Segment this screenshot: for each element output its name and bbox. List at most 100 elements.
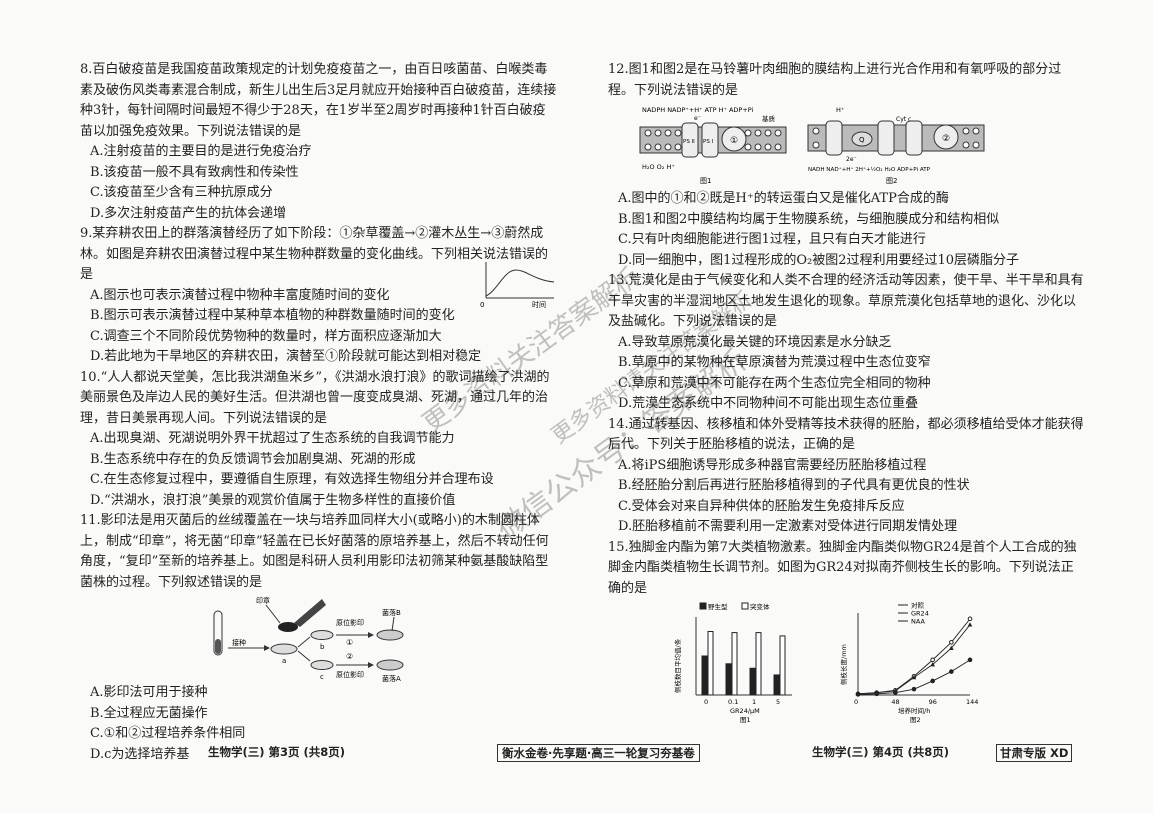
- fig1-ps2-label: PS II: [683, 139, 695, 145]
- plate-c-label: c: [320, 673, 324, 681]
- left-column: 8.百白破疫苗是我国疫苗政策规定的计划免疫疫苗之一，由百日咳菌苗、白喉类毒素及破…: [80, 60, 558, 765]
- bar-legend-label: 野生型: [708, 602, 728, 611]
- line-point-NAA: [911, 686, 917, 692]
- bar-y-label: 侧枝数目平均值/条: [673, 638, 682, 693]
- question-10-option-b: B.生态系统中存在的负反馈调节会加剧臭湖、死湖的形成: [90, 451, 416, 467]
- question-9: 9.某弃耕农田上的群落演替经历了如下阶段：①杂草覆盖→②灌木丛生→③蔚然成林。如…: [80, 224, 558, 368]
- line-series-GR24: [857, 624, 971, 695]
- bar-mutant-1: [755, 632, 762, 696]
- question-14-option-d: D.胚胎移植前不需要利用一定激素对受体进行同期发情处理: [618, 519, 958, 534]
- line-legend-label: NAA: [911, 618, 925, 626]
- line-legend-label: GR24: [911, 610, 929, 618]
- bar-x-label: GR24/μM: [730, 707, 760, 715]
- question-11-option-b: B.全过程应无菌操作: [90, 705, 208, 721]
- question-12-option-c: C.只有叶肉细胞能进行图1过程，且只有白天才能进行: [618, 232, 926, 247]
- line-point-GR24: [930, 662, 935, 667]
- line-point-对照: [967, 616, 973, 622]
- fig1-number: ①: [730, 136, 738, 146]
- step1-number: ①: [346, 638, 353, 647]
- line-caption: 图2: [910, 716, 921, 724]
- question-11-option-d: D.c为选择培养基: [90, 746, 190, 762]
- footer-page-3: 生物学(三) 第3页 (共8页): [208, 745, 346, 759]
- footer-page-4: 生物学(三) 第4页 (共8页): [812, 745, 950, 759]
- bar-wildtype-0: [701, 655, 708, 696]
- fig1-ps1-label: PS I: [703, 139, 714, 145]
- question-14-option-a: A.将iPS细胞诱导形成多种器官需要经历胚胎移植过程: [618, 457, 927, 473]
- replica-plating-figure: 接种 a 印章 b c 原位影印 ① ②: [213, 596, 404, 683]
- curve-origin-label: 0: [480, 301, 484, 309]
- question-11-option-a: A.影印法可用于接种: [90, 685, 208, 700]
- bar-legend-label: 突变体: [750, 602, 770, 611]
- question-10-option-a: A.出现臭湖、死湖说明外界干扰超过了生态系统的自我调节能力: [90, 431, 455, 446]
- question-8-stem: 8.百白破疫苗是我国疫苗政策规定的计划免疫疫苗之一，由百日咳菌苗、白喉类毒素及破…: [80, 62, 557, 139]
- question-10-option-c: C.在生态修复过程中，要遵循自生原理，有效选择生物组分并合理布设: [90, 472, 494, 487]
- question-13-option-c: C.草原和荒漠中不可能存在两个生态位完全相同的物种: [618, 375, 931, 391]
- line-point-对照: [930, 657, 935, 663]
- line-point-GR24: [911, 674, 917, 680]
- question-14: 14.通过转基因、核移植和体外受精等技术获得的胚胎，都必须移植给受体才能获得后代…: [608, 415, 1086, 538]
- step1-label: 原位影印: [336, 618, 364, 627]
- question-8-option-b: B.该疫苗一般不具有致病性和传染性: [90, 164, 299, 180]
- question-9-option-a: A.图示也可表示演替过程中物种丰富度随时间的变化: [90, 287, 390, 303]
- question-13-option-a: A.导致草原荒漠化最关键的环境因素是水分缺乏: [618, 334, 892, 350]
- line-point-NAA: [874, 691, 879, 697]
- line-series-对照: [857, 618, 971, 695]
- question-13: 13.荒漠化是由于气候变化和人类不合理的经济活动等因素，使干旱、半干旱和具有干旱…: [608, 271, 1086, 415]
- line-point-NAA: [893, 690, 898, 695]
- bar-legend-swatch: [699, 602, 707, 610]
- line-point-NAA: [949, 669, 954, 674]
- question-12: 12.图1和图2是在马铃薯叶肉细胞的膜结构上进行光合作用和有氧呼吸的部分过程。下…: [608, 60, 1086, 271]
- fig1-electron-label: e⁻: [694, 115, 701, 122]
- line-y-label: 侧枝长度/mm: [839, 644, 848, 685]
- bar-mutant-0.1: [731, 632, 738, 696]
- question-12-option-a: A.图中的①和②既是H⁺的转运蛋白又是催化ATP合成的酶: [618, 191, 949, 206]
- fig2-q-label: Q: [859, 136, 865, 144]
- step2-number: ②: [346, 652, 353, 661]
- line-x-label: 培养时间/h: [898, 706, 930, 715]
- bar-x-tick: 1: [752, 698, 756, 706]
- line-x-tick: 144: [966, 698, 978, 706]
- line-point-NAA: [855, 692, 861, 697]
- colony-a-label: 菌落A: [382, 674, 401, 683]
- bar-wildtype-0.1: [725, 663, 732, 696]
- question-9-option-d: D.若此地为干旱地区的弃耕农田，演替至①阶段就可能达到相对稳定: [90, 349, 482, 364]
- mitochondrial-membrane-figure: H⁺ Cyt c Q ② 2e⁻ NADH NAD⁺+H⁺ 2H⁺+½O₂ H₂…: [807, 106, 985, 185]
- bar-x-tick: 5: [776, 698, 780, 706]
- right-column: 12.图1和图2是在马铃薯叶肉细胞的膜结构上进行光合作用和有氧呼吸的部分过程。下…: [608, 60, 1086, 727]
- question-11-option-c: C.①和②过程培养条件相同: [90, 726, 246, 741]
- fig2-caption: 图2: [886, 177, 897, 185]
- fig1-caption: 图1: [700, 177, 711, 185]
- line-point-NAA: [967, 657, 973, 663]
- fig2-number: ②: [942, 134, 950, 144]
- question-13-option-d: D.荒漠生态系统中不同物种间不可能出现生态位重叠: [618, 396, 919, 411]
- question-8: 8.百白破疫苗是我国疫苗政策规定的计划免疫疫苗之一，由百日咳菌苗、白喉类毒素及破…: [80, 60, 558, 224]
- plate-a-label: a: [282, 657, 286, 665]
- footer-series-title: 衡水金卷·先享题·高三一轮复习夯基卷: [497, 744, 700, 762]
- inoculate-label: 接种: [232, 638, 246, 647]
- question-8-option-c: C.该疫苗至少含有三种抗原成分: [90, 185, 273, 200]
- question-15: 15.独脚金内酯为第7大类植物激素。独脚金内酯类似物GR24是首个人工合成的独脚…: [608, 538, 1086, 728]
- fig2-electron-label: 2e⁻: [846, 156, 857, 163]
- line-point-GR24: [949, 645, 954, 650]
- bar-mutant-5: [779, 635, 786, 696]
- question-8-option-a: A.注射疫苗的主要目的是进行免疫治疗: [90, 144, 312, 159]
- question-12-option-b: B.图1和图2中膜结构均属于生物膜系统，与细胞膜成分和结构相似: [618, 211, 1000, 227]
- question-11-stem: 11.影印法是用灭菌后的丝绒覆盖在一块与培养皿同样大小(或略小)的木制圆柱体上，…: [80, 513, 549, 590]
- fig2-cytc-label: Cyt c: [896, 116, 911, 123]
- fig2-h-label: H⁺: [836, 106, 844, 114]
- fig1-bottom-label: H₂O O₂ H⁺: [642, 163, 675, 171]
- question-9-stem: 9.某弃耕农田上的群落演替经历了如下阶段：①杂草覆盖→②灌木丛生→③蔚然成林。如…: [80, 226, 549, 282]
- line-legend-label: 对照: [911, 601, 925, 610]
- line-x-tick: 48: [891, 698, 899, 706]
- bar-x-tick: 0.1: [728, 698, 738, 706]
- question-9-option-b: B.图示可表示演替过程中某种草本植物的种群数量随时间的变化: [90, 308, 455, 323]
- bar-caption: 图1: [740, 716, 751, 724]
- bar-mutant-0: [707, 630, 714, 696]
- step2-label: 原位影印: [336, 670, 364, 679]
- bar-x-tick: 0: [704, 698, 708, 706]
- population-curve-figure: 0 时间: [480, 262, 555, 309]
- question-12-stem: 12.图1和图2是在马铃薯叶肉细胞的膜结构上进行光合作用和有氧呼吸的部分过程。下…: [608, 62, 1062, 98]
- question-9-option-c: C.调查三个不同阶段优势物种的数量时，样方面积应逐渐加大: [90, 328, 442, 344]
